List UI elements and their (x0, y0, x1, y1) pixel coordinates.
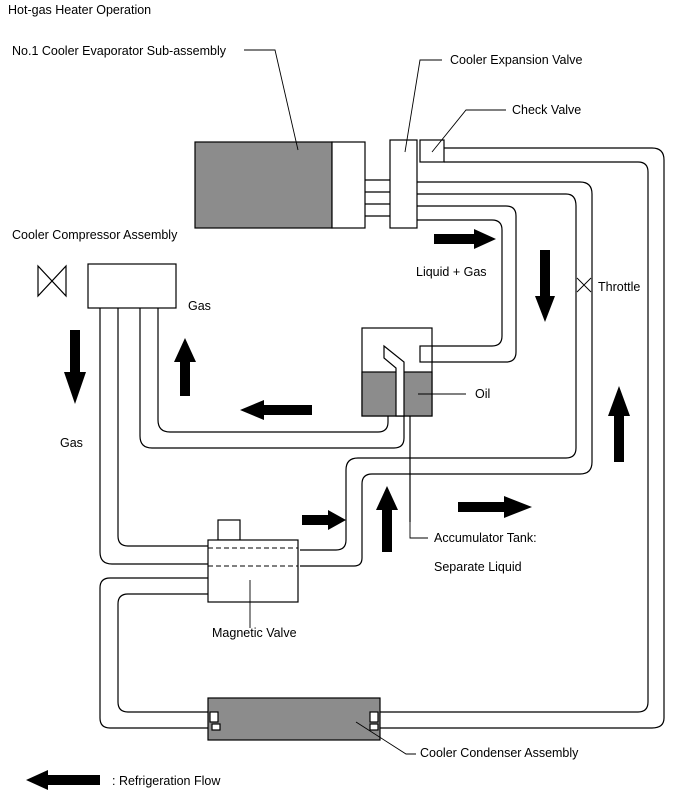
pipe-accumulator-to-compressor-inner (157, 308, 403, 433)
condenser-port-left (209, 711, 219, 723)
pipes (99, 147, 665, 729)
label-oil: Oil (475, 387, 490, 401)
check-valve (419, 139, 445, 163)
label-liquid-gas: Liquid + Gas (416, 265, 487, 279)
condenser-port-left-2 (211, 723, 221, 731)
accumulator-inlet (419, 345, 433, 363)
arrow-right-lower (458, 496, 532, 518)
pipe-magnetic-to-condenser-outer (99, 577, 208, 729)
arrow-down-gas (64, 330, 86, 404)
pipe-valve-to-accumulator-outer (417, 205, 517, 363)
pipe-check-valve-to-condenser-outer (380, 147, 665, 729)
pipe-throttle-line-outer (300, 181, 593, 567)
label-gas-right: Gas (188, 299, 211, 313)
leader-condenser (355, 721, 416, 755)
pipe-check-valve-to-condenser-inner (380, 161, 649, 713)
arrow-up-accumulator-line (376, 486, 398, 552)
evaporator-header (331, 141, 366, 229)
pipe-accumulator-to-compressor-outer (139, 308, 405, 449)
arrow-right-small (302, 510, 346, 530)
label-check-valve: Check Valve (512, 103, 581, 117)
condenser-port-right-2 (369, 723, 379, 731)
pipe-compressor-to-magnetic-inner (117, 308, 208, 547)
magnetic-valve (207, 519, 299, 603)
compressor-pulley-outline (37, 265, 67, 297)
label-gas-left: Gas (60, 436, 83, 450)
pipe-valve-to-accumulator-inner (417, 219, 503, 347)
throttle-icon (576, 277, 592, 293)
condenser-assembly (207, 697, 381, 741)
label-evaporator: No.1 Cooler Evaporator Sub-assembly (12, 44, 227, 58)
leader-evaporator (244, 49, 299, 151)
condenser-core (207, 697, 381, 741)
compressor-assembly (37, 263, 177, 309)
arrow-down-right-side (535, 250, 555, 322)
magnetic-valve-body (207, 539, 299, 603)
compressor-body (87, 263, 177, 309)
diagram-title: Hot-gas Heater Operation (8, 3, 151, 17)
evaporator-valve-tubes (365, 179, 390, 217)
arrow-up-right-loop (608, 386, 630, 462)
magnetic-valve-passages (208, 547, 298, 567)
leader-lines (244, 49, 506, 755)
label-compressor: Cooler Compressor Assembly (12, 228, 178, 242)
label-throttle: Throttle (598, 280, 640, 294)
label-separate-liquid: Separate Liquid (434, 560, 522, 574)
flow-arrows (64, 229, 630, 552)
pipe-compressor-to-magnetic-outer (99, 308, 208, 565)
legend-text: : Refrigeration Flow (112, 774, 221, 788)
pipe-magnetic-to-condenser-inner (117, 593, 208, 713)
leader-accumulator (409, 520, 428, 539)
leader-expansion-valve (404, 59, 442, 153)
leader-check-valve (431, 109, 506, 153)
label-condenser: Cooler Condenser Assembly (420, 746, 579, 760)
expansion-valve (389, 139, 418, 229)
evaporator-core (194, 141, 333, 229)
label-accumulator-tank: Accumulator Tank: (434, 531, 537, 545)
condenser-port-right (369, 711, 379, 723)
label-magnetic-valve: Magnetic Valve (212, 626, 297, 640)
arrow-left-gas-return (240, 400, 312, 420)
evaporator-sub-assembly (194, 141, 366, 229)
label-expansion-valve: Cooler Expansion Valve (450, 53, 583, 67)
arrow-up-gas (174, 338, 196, 396)
arrow-right-liquid-gas (434, 229, 496, 249)
expansion-valve-group (389, 139, 445, 229)
legend: : Refrigeration Flow (26, 770, 221, 790)
legend-arrow-icon (26, 770, 100, 790)
pipe-throttle-line-inner (300, 193, 577, 551)
accumulator-tank (361, 327, 433, 417)
magnetic-valve-coil (217, 519, 241, 541)
accumulator-j-tube (383, 344, 405, 417)
